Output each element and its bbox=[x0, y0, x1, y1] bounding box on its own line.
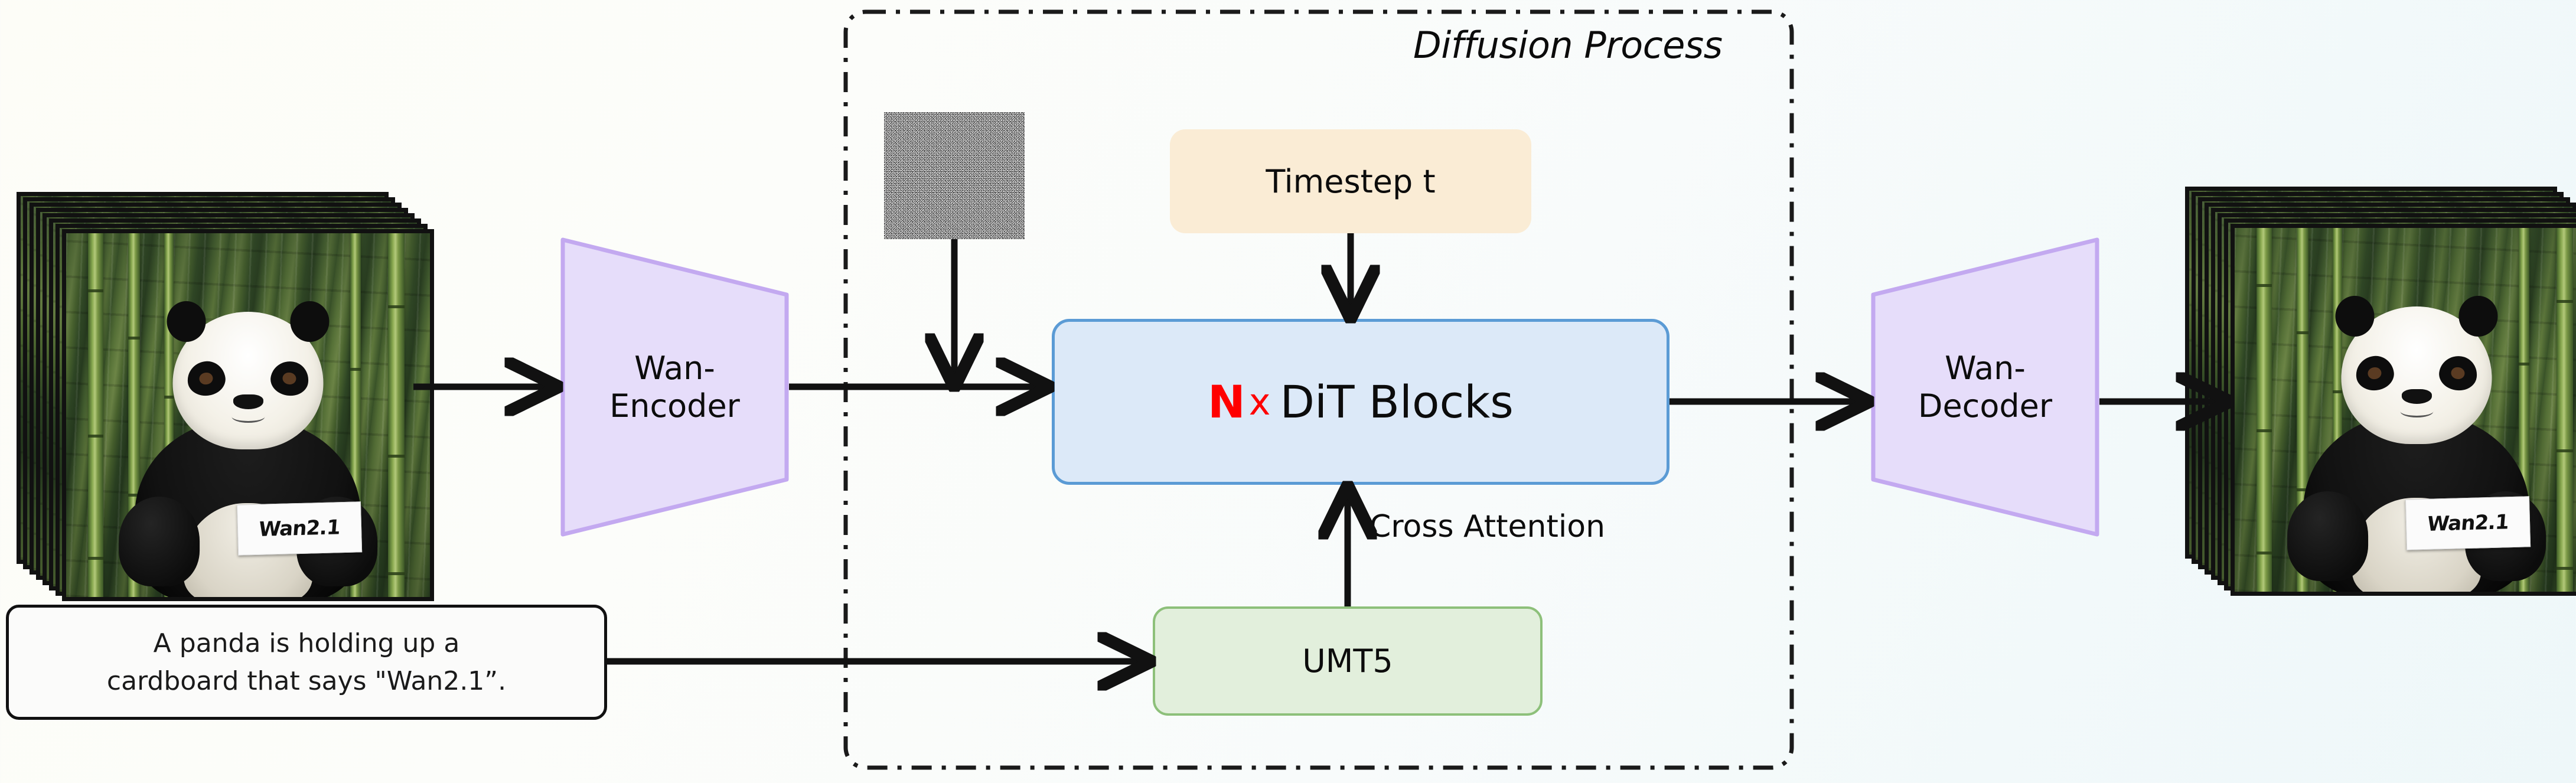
timestep-label: Timestep t bbox=[1266, 162, 1436, 200]
cross-attention-label: Cross Attention bbox=[1369, 509, 1606, 544]
panda-sign: Wan2.1 bbox=[2405, 495, 2531, 550]
diffusion-process-label: Diffusion Process bbox=[1413, 24, 1723, 67]
timestep-block[interactable]: Timestep t bbox=[1170, 129, 1531, 233]
dit-blocks-label: DiT Blocks bbox=[1280, 376, 1514, 428]
prompt-line-2: cardboard that says "Wan2.1”. bbox=[106, 665, 507, 696]
umt5-text-encoder-block[interactable]: UMT5 bbox=[1153, 606, 1543, 716]
wan-encoder-block[interactable]: Wan- Encoder bbox=[560, 237, 789, 537]
input-video-frame-stack: Wan2.1 bbox=[17, 192, 434, 605]
frame-sheet-front: Wan2.1 bbox=[62, 229, 434, 601]
prompt-line-1: A panda is holding up a bbox=[153, 628, 460, 658]
wan-decoder-block[interactable]: Wan- Decoder bbox=[1871, 237, 2099, 537]
dit-multiply-symbol: x bbox=[1248, 380, 1271, 423]
frame-sheet-front: Wan2.1 bbox=[2231, 224, 2576, 596]
panda-sign: Wan2.1 bbox=[236, 501, 362, 556]
panda-sign-text: Wan2.1 bbox=[2426, 510, 2509, 536]
output-video-frame-stack: Wan2.1 bbox=[2185, 187, 2576, 600]
panda-sign-text: Wan2.1 bbox=[257, 515, 341, 541]
dit-repeat-count: N bbox=[1208, 376, 1245, 428]
umt5-label: UMT5 bbox=[1302, 642, 1393, 680]
prompt-text-box[interactable]: A panda is holding up a cardboard that s… bbox=[6, 605, 607, 720]
gaussian-noise-latent bbox=[884, 112, 1025, 239]
